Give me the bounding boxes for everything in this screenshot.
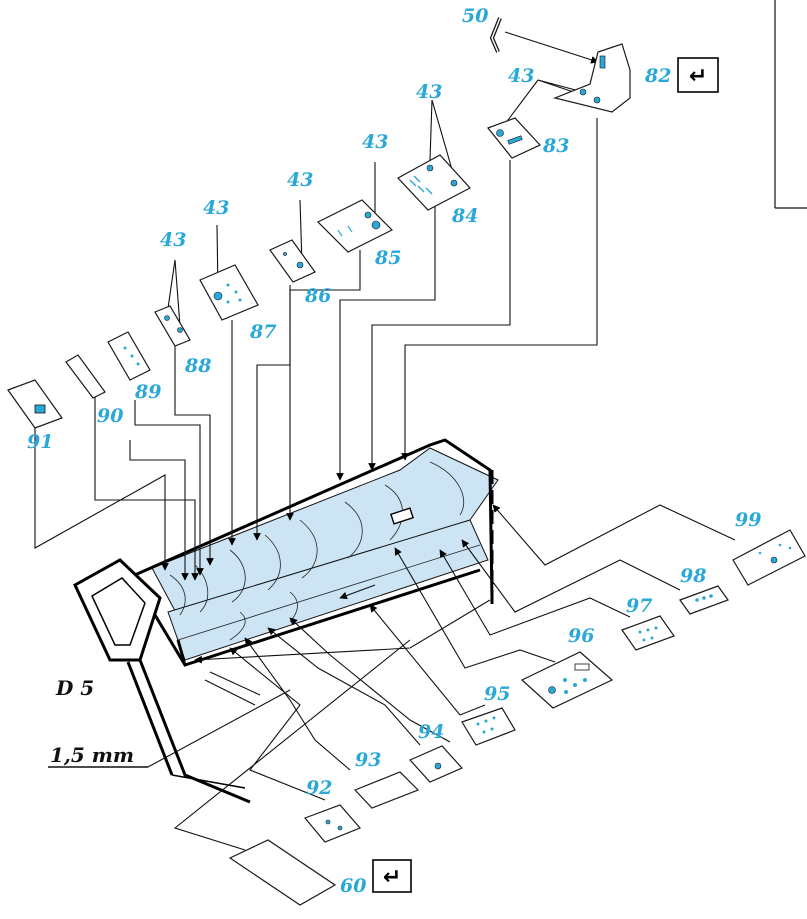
return-icon: ↵ — [689, 64, 707, 89]
part-60-panel — [228, 839, 337, 906]
callout-87: 87 — [249, 321, 276, 343]
callout-95: 95 — [484, 683, 510, 705]
section-label: D 5 — [55, 676, 94, 700]
part-88-plate — [154, 305, 191, 347]
parts — [7, 17, 806, 906]
callout-43: 43 — [362, 131, 388, 153]
callout-89: 89 — [134, 381, 161, 403]
callout-91: 91 — [27, 431, 53, 453]
callout-43: 43 — [508, 65, 534, 87]
callout-83: 83 — [542, 135, 569, 157]
return-icon: ↵ — [383, 865, 401, 890]
thickness-label: 1,5 mm — [50, 743, 134, 767]
callout-43: 43 — [287, 169, 313, 191]
part-82-bracket — [553, 43, 631, 113]
part-91-plate — [7, 379, 63, 429]
part-96-plate — [520, 651, 614, 709]
part-86-plate — [269, 239, 316, 283]
leader-lines — [34, 31, 736, 851]
callout-43: 43 — [416, 81, 442, 103]
callout-82: 82 — [644, 65, 671, 87]
part-93-plate — [353, 771, 420, 809]
callout-99: 99 — [735, 509, 761, 531]
callout-88: 88 — [184, 355, 211, 377]
callout-93: 93 — [355, 749, 381, 771]
part-85-plate — [316, 199, 394, 253]
part-92-plate — [303, 804, 362, 843]
part-87-plate — [199, 264, 259, 321]
callout-90: 90 — [97, 405, 123, 427]
callout-97: 97 — [626, 595, 652, 617]
callout-85: 85 — [374, 247, 401, 269]
reference-frame — [774, 0, 807, 209]
part-98-plate — [679, 585, 729, 615]
return-box-82: ↵ — [677, 57, 719, 93]
console-body — [73, 438, 499, 804]
callouts: 50 82 43 83 43 84 43 85 43 86 43 87 43 8… — [27, 5, 761, 897]
callout-84: 84 — [451, 205, 478, 227]
callout-43: 43 — [160, 229, 186, 251]
callout-60: 60 — [340, 875, 366, 897]
part-94-plate — [408, 745, 464, 783]
callout-43: 43 — [203, 197, 229, 219]
callout-98: 98 — [680, 565, 706, 587]
callout-92: 92 — [306, 777, 332, 799]
part-97-plate — [621, 615, 675, 651]
part-99-plate — [732, 529, 806, 586]
callout-50: 50 — [462, 5, 488, 27]
part-90-strip — [65, 354, 106, 399]
part-84-plate — [397, 154, 471, 211]
part-83-plate — [487, 117, 542, 159]
callout-96: 96 — [568, 625, 594, 647]
part-89-plate — [107, 331, 151, 381]
callout-94: 94 — [418, 721, 444, 743]
part-95-plate — [461, 707, 516, 746]
callout-86: 86 — [304, 285, 331, 307]
return-box-60: ↵ — [372, 859, 412, 893]
